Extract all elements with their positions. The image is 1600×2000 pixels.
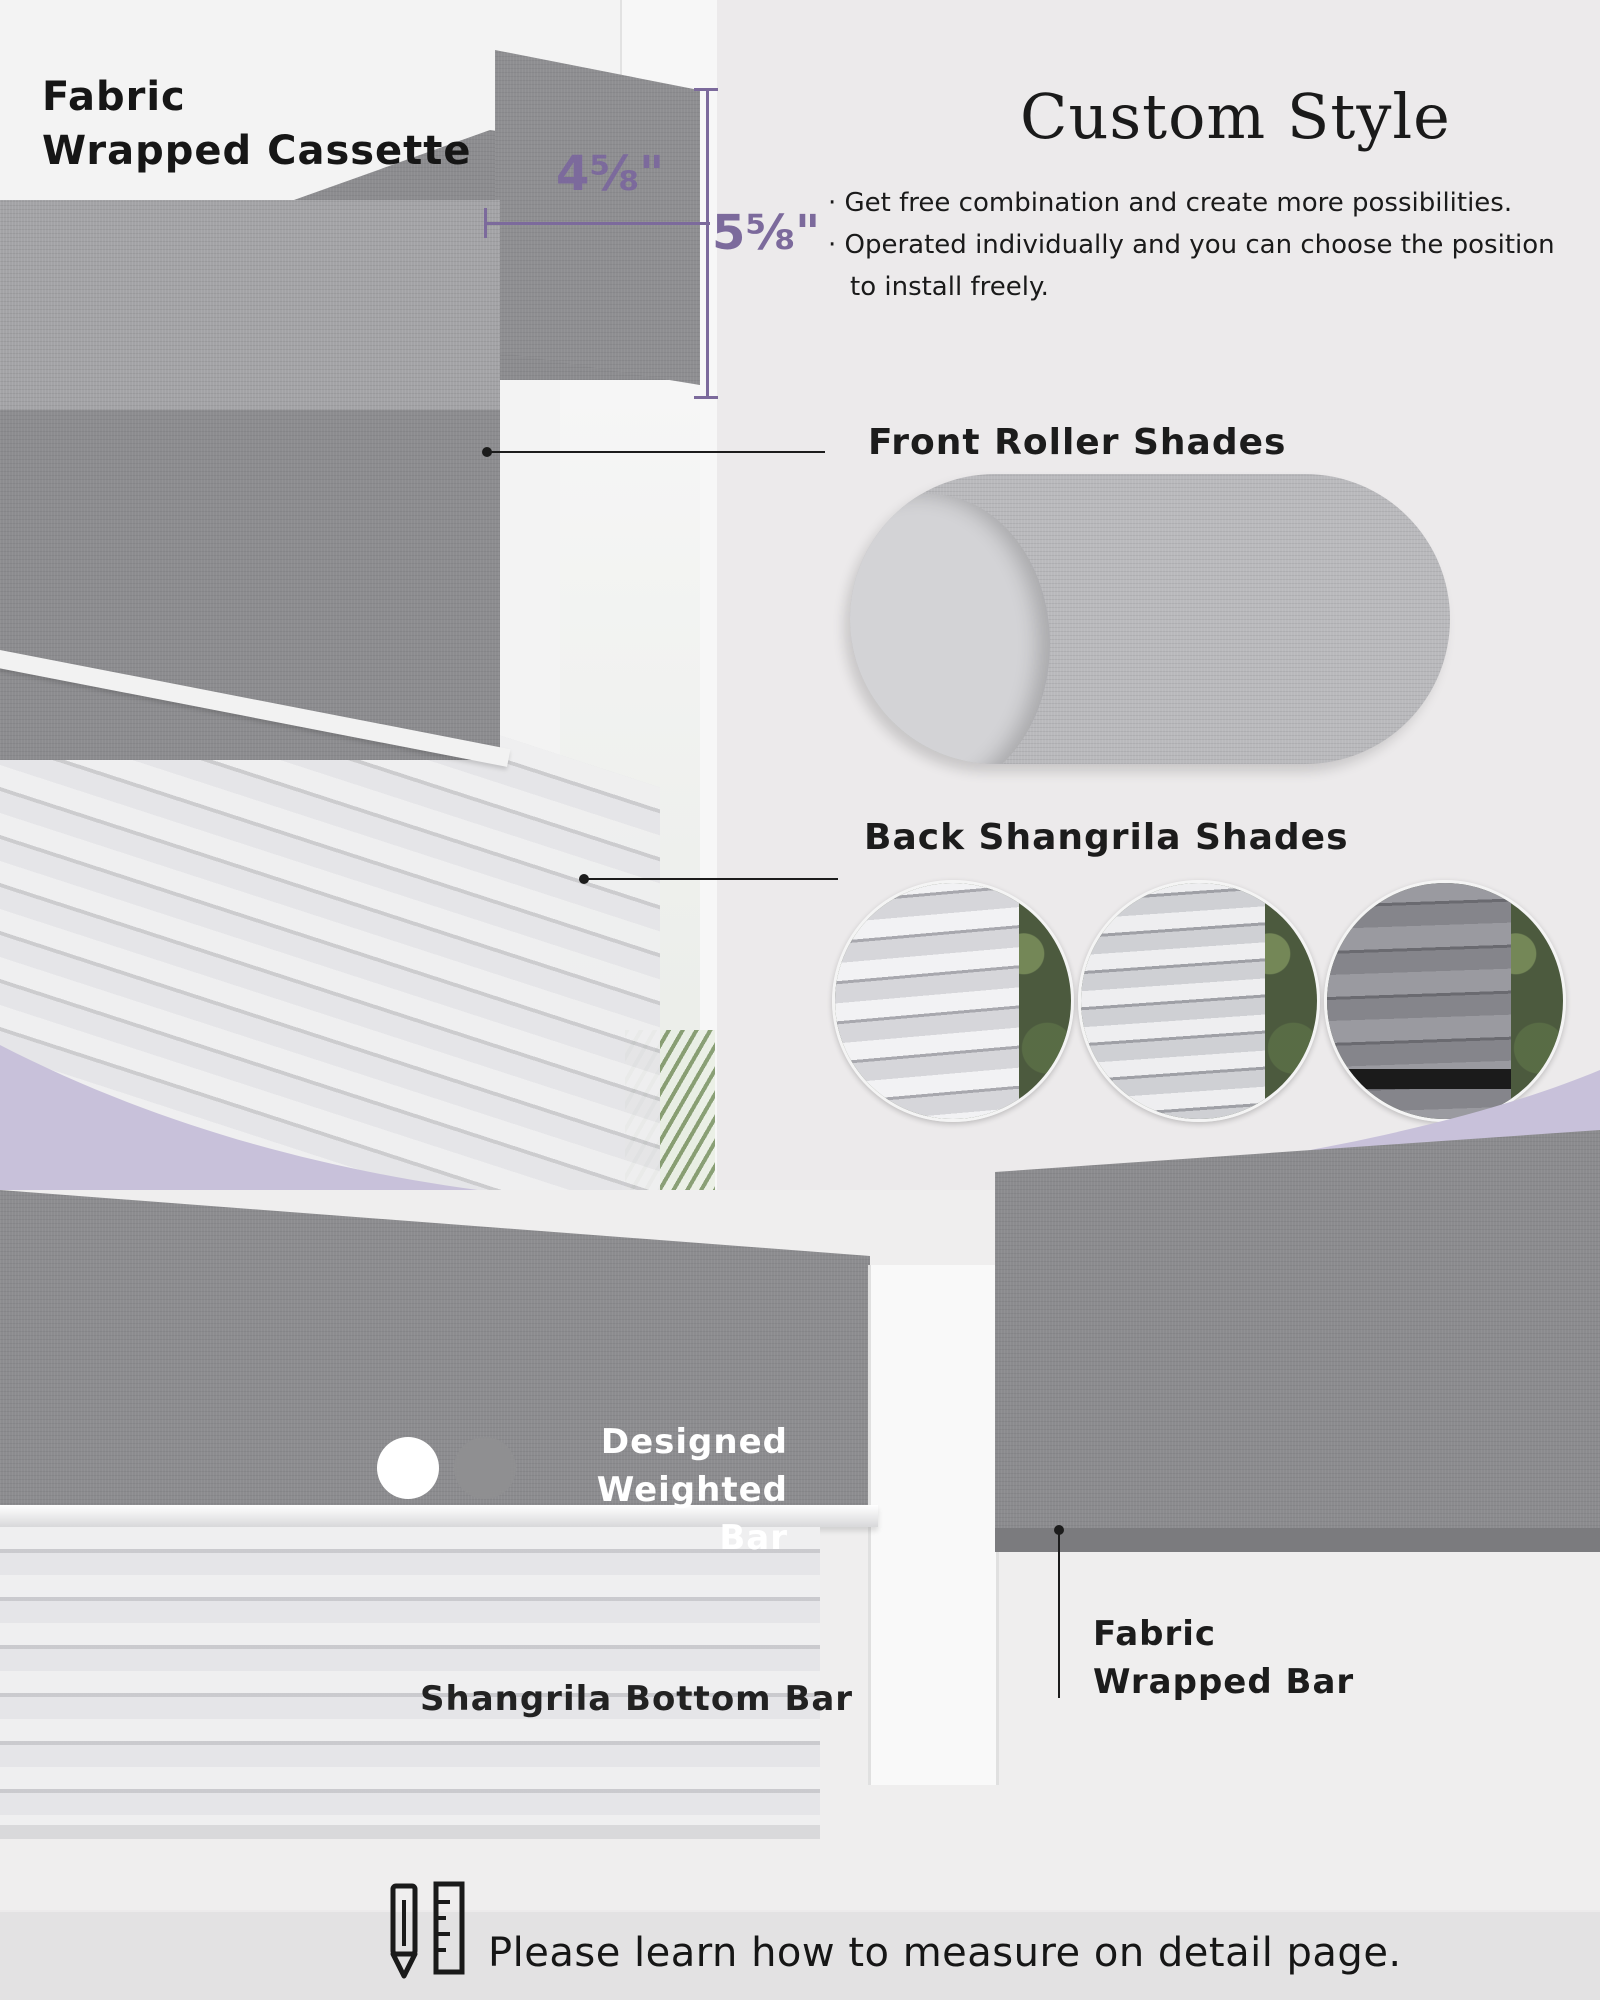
bullet-1: · Get free combination and create more p…	[828, 188, 1513, 218]
cassette-label-line2: Wrapped Cassette	[42, 128, 472, 174]
bottom-window-gap	[868, 1265, 999, 1785]
slats-grey	[1327, 883, 1563, 1119]
height-dimension-tick-top	[694, 88, 718, 91]
weighted-bar-color-grey[interactable]	[454, 1437, 516, 1499]
cassette-label: Fabric Wrapped Cassette	[42, 70, 472, 178]
feature-bullets: · Get free combination and create more p…	[828, 182, 1555, 308]
footer-text[interactable]: Please learn how to measure on detail pa…	[488, 1930, 1402, 1976]
back-shade-sample-3	[1324, 880, 1566, 1122]
depth-dimension-tick	[484, 208, 487, 238]
height-dimension: 5⅝"	[712, 205, 821, 261]
weighted-bar-label-line2: Weighted Bar	[596, 1470, 788, 1558]
front-shade-label: Front Roller Shades	[868, 422, 1287, 463]
fabric-curl	[850, 494, 1050, 764]
fabric-bar-label: Fabric Wrapped Bar	[1093, 1610, 1354, 1706]
page-title: Custom Style	[1020, 80, 1451, 153]
height-dimension-tick-bottom	[694, 396, 718, 399]
bullet-2: · Operated individually and you can choo…	[828, 230, 1555, 260]
cassette-side	[0, 200, 500, 410]
fabric-wrapped-bar-photo	[995, 1528, 1600, 1552]
pencil-ruler-icon	[390, 1880, 470, 1980]
bullet-3: to install freely.	[850, 272, 1049, 302]
weighted-bar-label: Designed Weighted Bar	[520, 1418, 788, 1562]
cassette-label-line1: Fabric	[42, 74, 186, 120]
back-shade-callout-line	[584, 878, 838, 880]
slats-white-sheer	[835, 883, 1071, 1119]
fabric-bar-callout-line	[1058, 1530, 1060, 1698]
back-shade-label: Back Shangrila Shades	[864, 817, 1349, 858]
footer-band	[0, 1912, 1600, 2000]
right-front-shade	[995, 1130, 1600, 1550]
front-shade-photo	[0, 380, 500, 760]
shangrila-bottom-bar-photo	[0, 1825, 820, 1839]
front-shade-callout-line	[487, 451, 825, 453]
depth-dimension: 4⅝"	[556, 146, 665, 202]
bottom-back-shade	[0, 1527, 820, 1837]
fabric-bar-label-line2: Wrapped Bar	[1093, 1662, 1355, 1702]
height-dimension-line	[706, 88, 709, 398]
weighted-bar-color-white[interactable]	[377, 1437, 439, 1499]
slats-white-closed	[1081, 883, 1317, 1119]
back-shade-sample-2	[1078, 880, 1320, 1122]
cassette-front	[495, 50, 700, 385]
front-shade-fabric-sample	[850, 474, 1450, 764]
weighted-bar-photo	[0, 1505, 878, 1527]
shangrila-bar-label: Shangrila Bottom Bar	[420, 1679, 854, 1719]
depth-dimension-line	[485, 222, 710, 225]
fabric-bar-label-line1: Fabric	[1093, 1614, 1217, 1654]
weighted-bar-label-line1: Designed	[600, 1422, 788, 1462]
back-shade-sample-1	[832, 880, 1074, 1122]
